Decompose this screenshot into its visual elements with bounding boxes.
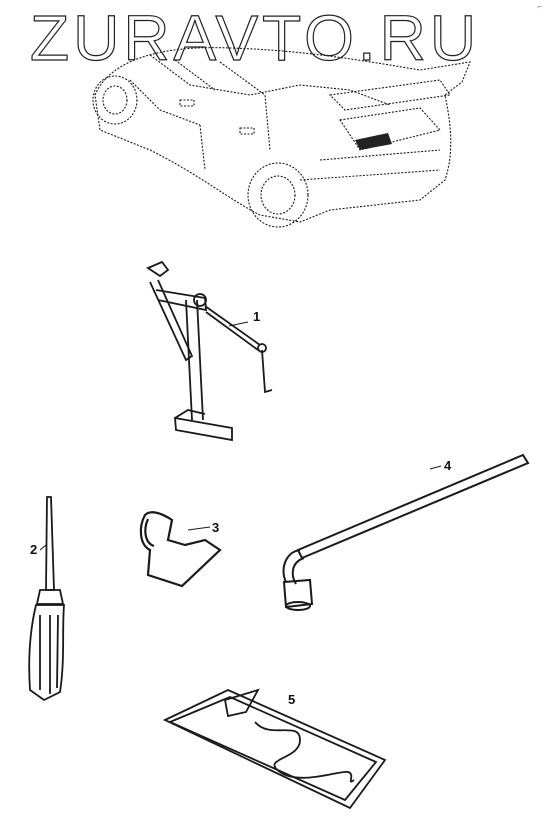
tool-pouch-icon: [162, 688, 387, 810]
watermark-logo: ZURAVTO.RU: [29, 2, 481, 74]
part-number-wheel-wrench: 4: [444, 458, 452, 473]
part-number-towing-eye: 3: [212, 520, 220, 535]
trunk-cavity-icon: [355, 133, 392, 150]
wheel-wrench-icon: [282, 453, 530, 611]
car-jack-icon: [146, 260, 273, 442]
corner-mark: ⌐: [537, 2, 542, 11]
screwdriver-icon: [28, 496, 65, 702]
towing-eye-hook-icon: [139, 511, 222, 588]
car-icon: [92, 47, 471, 228]
leader-lines: [39, 321, 442, 551]
part-number-screwdriver: 2: [30, 542, 38, 557]
part-number-tool-pouch: 5: [288, 692, 296, 707]
part-number-jack: 1: [253, 309, 261, 324]
